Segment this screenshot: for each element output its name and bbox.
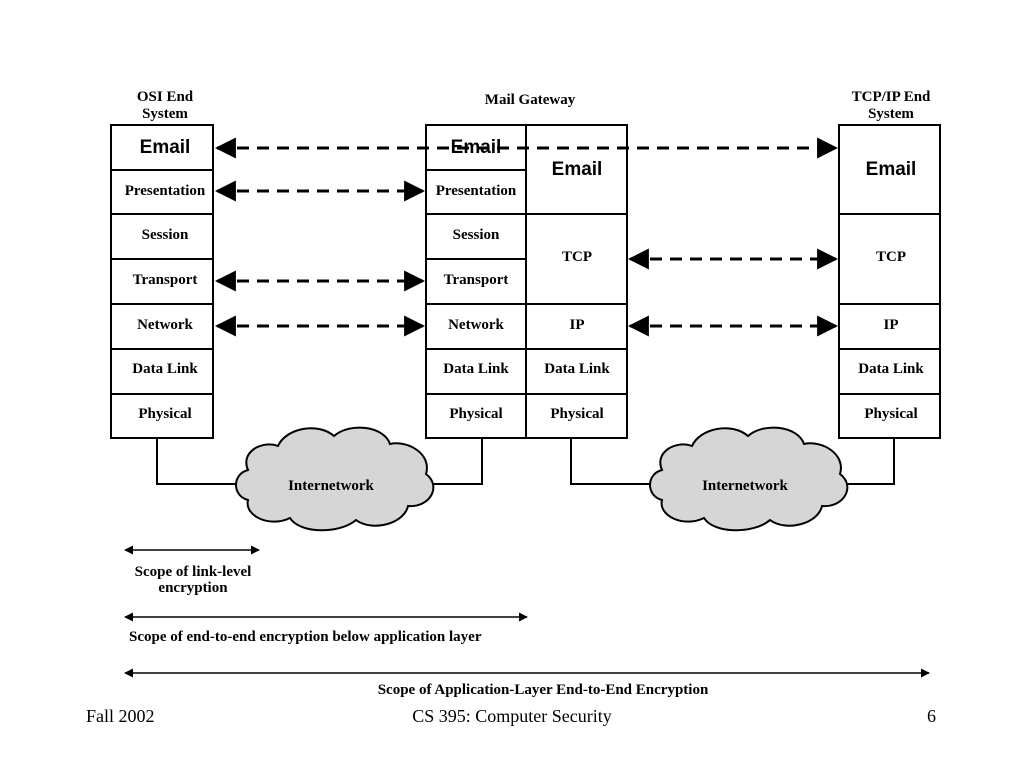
gateway-header: Mail Gateway bbox=[485, 92, 576, 108]
osi-header-line1: OSI End bbox=[137, 89, 194, 105]
osi-layer-network: Network bbox=[137, 317, 193, 333]
osi-layer-presentation: Presentation bbox=[125, 183, 206, 199]
gateway-osi-layer-session: Session bbox=[453, 227, 500, 243]
tcpip-layer-data-link: Data Link bbox=[858, 361, 924, 377]
tcpip-layer-email: Email bbox=[866, 159, 917, 180]
tcpip-end-system-stack bbox=[838, 124, 941, 439]
osi-layer-session: Session bbox=[142, 227, 189, 243]
gateway-tcpip-layer-physical: Physical bbox=[550, 406, 603, 422]
osi-layer-physical: Physical bbox=[138, 406, 191, 422]
tcpip-layer-ip: IP bbox=[884, 317, 899, 333]
internetwork-cloud-right bbox=[649, 426, 849, 532]
footer-date: Fall 2002 bbox=[86, 706, 155, 726]
internetwork-cloud-left bbox=[235, 426, 435, 532]
network-links bbox=[156, 438, 895, 485]
gateway-tcpip-layer-ip: IP bbox=[570, 317, 585, 333]
gateway-osi-layer-presentation: Presentation bbox=[436, 183, 517, 199]
gateway-tcpip-layer-tcp: TCP bbox=[562, 249, 592, 265]
tcpip-header-line2: System bbox=[868, 106, 914, 122]
osi-layer-data-link: Data Link bbox=[132, 361, 198, 377]
osi-layer-email: Email bbox=[140, 137, 191, 158]
gateway-osi-layer-network: Network bbox=[448, 317, 504, 333]
tcpip-layer-physical: Physical bbox=[864, 406, 917, 422]
app-layer-scope-label: Scope of Application-Layer End-to-End En… bbox=[378, 682, 709, 698]
osi-end-system-stack bbox=[110, 124, 214, 439]
link-level-scope-label-line1: Scope of link-level bbox=[135, 564, 252, 580]
end-to-end-below-app-scope-label: Scope of end-to-end encryption below app… bbox=[129, 629, 482, 645]
tcpip-layer-tcp: TCP bbox=[876, 249, 906, 265]
gateway-tcpip-layer-data-link: Data Link bbox=[544, 361, 610, 377]
link-level-scope-label-line2: encryption bbox=[158, 580, 228, 596]
gateway-osi-layer-transport: Transport bbox=[444, 272, 509, 288]
gateway-osi-layer-data-link: Data Link bbox=[443, 361, 509, 377]
osi-header-line2: System bbox=[142, 106, 188, 122]
internetwork-label-right: Internetwork bbox=[702, 478, 788, 494]
osi-layer-transport: Transport bbox=[133, 272, 198, 288]
mail-gateway-stack bbox=[425, 124, 628, 439]
tcpip-header-line1: TCP/IP End bbox=[852, 89, 931, 105]
gateway-osi-layer-physical: Physical bbox=[449, 406, 502, 422]
gateway-tcpip-layer-email: Email bbox=[552, 159, 603, 180]
internetwork-label-left: Internetwork bbox=[288, 478, 374, 494]
footer-course: CS 395: Computer Security bbox=[412, 706, 612, 726]
footer-page-number: 6 bbox=[927, 706, 936, 726]
